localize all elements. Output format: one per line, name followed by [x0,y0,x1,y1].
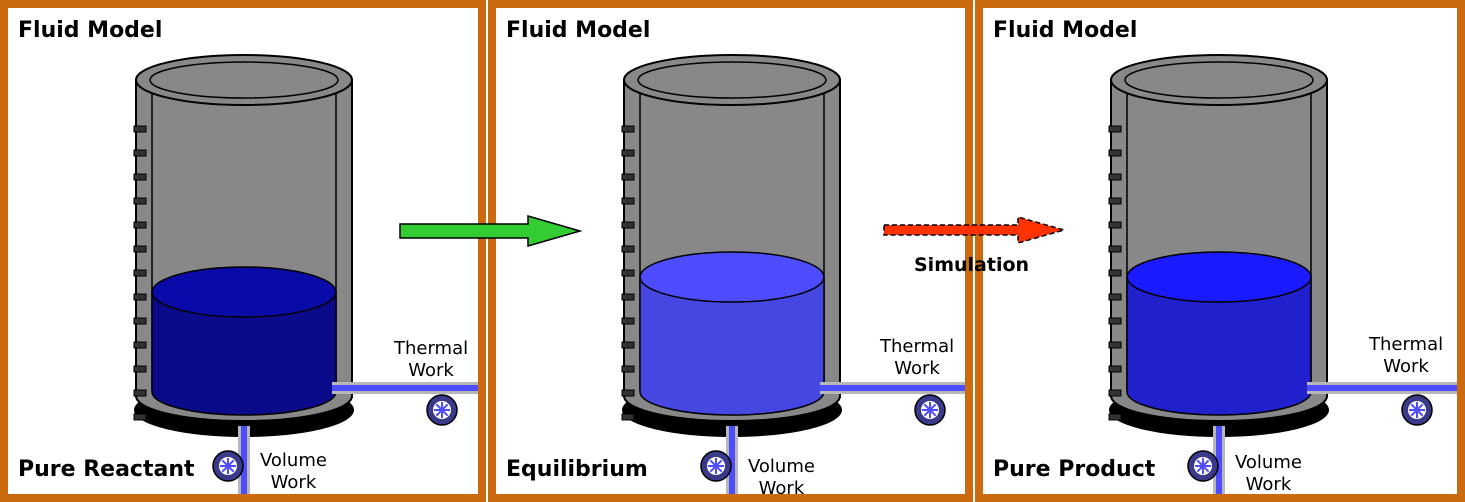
scale-tick [133,389,147,397]
thermal-pipe-core [1307,385,1457,391]
scale-tick [1108,149,1122,157]
panel-title: Fluid Model [993,18,1138,43]
cylinder-opening [637,61,827,99]
scale-tick [133,341,147,349]
scale-tick [1108,389,1122,397]
scale-tick [1108,269,1122,277]
scale-tick [1108,221,1122,229]
scale-tick [133,245,147,253]
fluid-body [151,291,337,416]
thermal-valve-spoke [441,403,449,411]
volume-pipe-core [241,426,247,494]
scale-tick [133,269,147,277]
scale-tick [133,173,147,181]
volume-valve-spoke [227,459,235,467]
fluid-surface [639,251,825,303]
panel-title: Fluid Model [18,18,163,43]
scale-tick [621,389,635,397]
panel-title: Fluid Model [506,18,651,43]
fluid-body [639,276,825,416]
red-dashed-arrow [883,216,1067,244]
scale-tick [133,413,147,421]
green-arrow [399,215,583,247]
scale-tick [621,293,635,301]
cylinder-diagram [1108,54,1457,494]
cylinder-opening [149,61,339,99]
fluid-surface [151,266,337,318]
scale-tick [1108,293,1122,301]
simulation-label: Simulation [914,254,1030,276]
state-label: Pure Product [993,457,1156,482]
scale-tick [133,221,147,229]
thermal-pipe-core [820,385,965,391]
scale-tick [1108,245,1122,253]
scale-tick [621,125,635,133]
state-label: Pure Reactant [18,457,195,482]
scale-tick [621,269,635,277]
scale-tick [621,149,635,157]
cylinder-diagram [133,54,478,494]
scale-tick [621,365,635,373]
scale-tick [621,413,635,421]
volume-pipe-core [1216,426,1222,494]
scale-tick [621,317,635,325]
scale-tick [621,341,635,349]
scale-tick [1108,317,1122,325]
thermal-valve-spoke [929,403,937,411]
scale-tick [621,173,635,181]
volume-pipe-core [729,426,735,494]
scale-tick [133,365,147,373]
volume-valve-spoke [1202,459,1210,467]
scale-tick [1108,413,1122,421]
thermal-pipe-core [332,385,478,391]
scale-tick [133,293,147,301]
scale-tick [1108,197,1122,205]
scale-tick [133,317,147,325]
fluid-surface [1126,251,1312,303]
scale-tick [621,197,635,205]
fluid-body [1126,276,1312,416]
cylinder-diagram [621,54,965,494]
scale-tick [1108,365,1122,373]
scale-tick [133,197,147,205]
scale-tick [133,125,147,133]
scale-tick [621,245,635,253]
volume-valve-spoke [715,459,723,467]
scale-tick [621,221,635,229]
thermal-valve-spoke [1416,403,1424,411]
cylinder-opening [1124,61,1314,99]
scale-tick [1108,173,1122,181]
scale-tick [1108,125,1122,133]
scale-tick [1108,341,1122,349]
scale-tick [133,149,147,157]
state-label: Equilibrium [506,457,648,482]
